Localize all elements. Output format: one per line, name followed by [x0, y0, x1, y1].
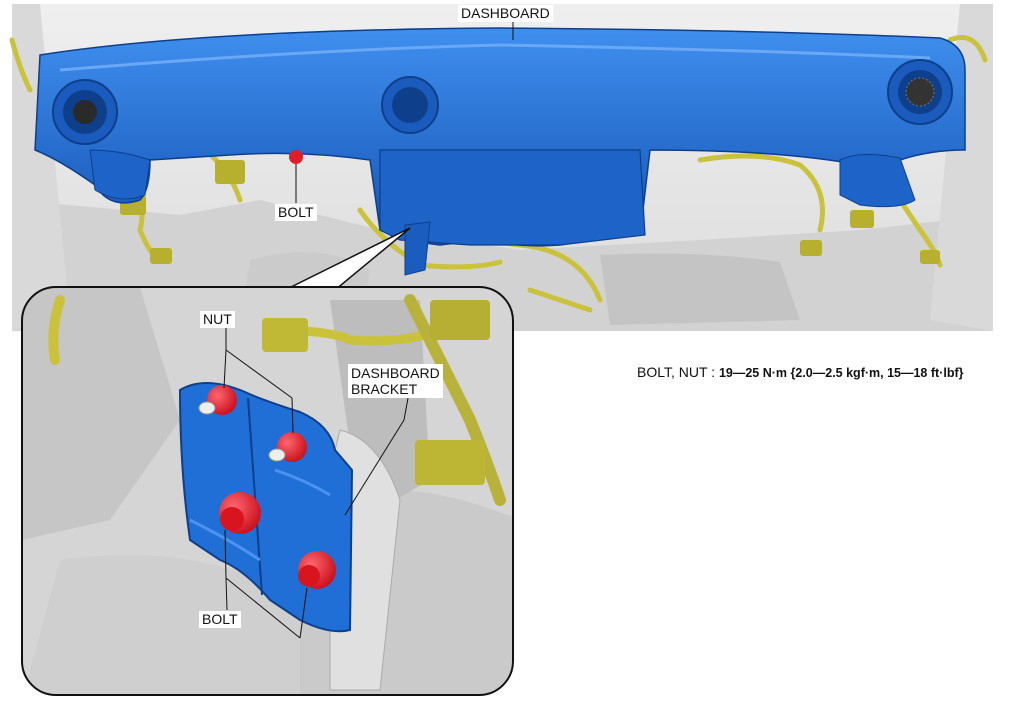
dashboard-assembly [34, 27, 966, 276]
torque-spec-prefix: BOLT, NUT : [637, 364, 719, 380]
bolt-label-main: BOLT [275, 204, 317, 221]
bolt-lower-left [219, 492, 261, 534]
air-vent-center-icon [381, 76, 439, 134]
bolt-location-marker [289, 150, 303, 164]
bolt-lower-right [298, 551, 336, 589]
nut-upper-right [268, 432, 307, 462]
nut-upper-left [198, 385, 237, 415]
nut-label: NUT [200, 311, 235, 328]
dashboard-label: DASHBOARD [458, 5, 553, 22]
dashboard-bracket-label: DASHBOARD BRACKET [348, 364, 443, 398]
torque-specification: BOLT, NUT : 19—25 N·m {2.0—2.5 kgf·m, 15… [637, 364, 963, 380]
air-vent-right-icon [887, 59, 953, 125]
bolt-label-detail: BOLT [199, 611, 241, 628]
air-vent-left-icon [52, 79, 118, 145]
torque-spec-value: 19—25 N·m {2.0—2.5 kgf·m, 15—18 ft·lbf} [718, 366, 964, 380]
leader-lines-inset [223, 328, 409, 639]
leader-lines-main [295, 21, 514, 203]
